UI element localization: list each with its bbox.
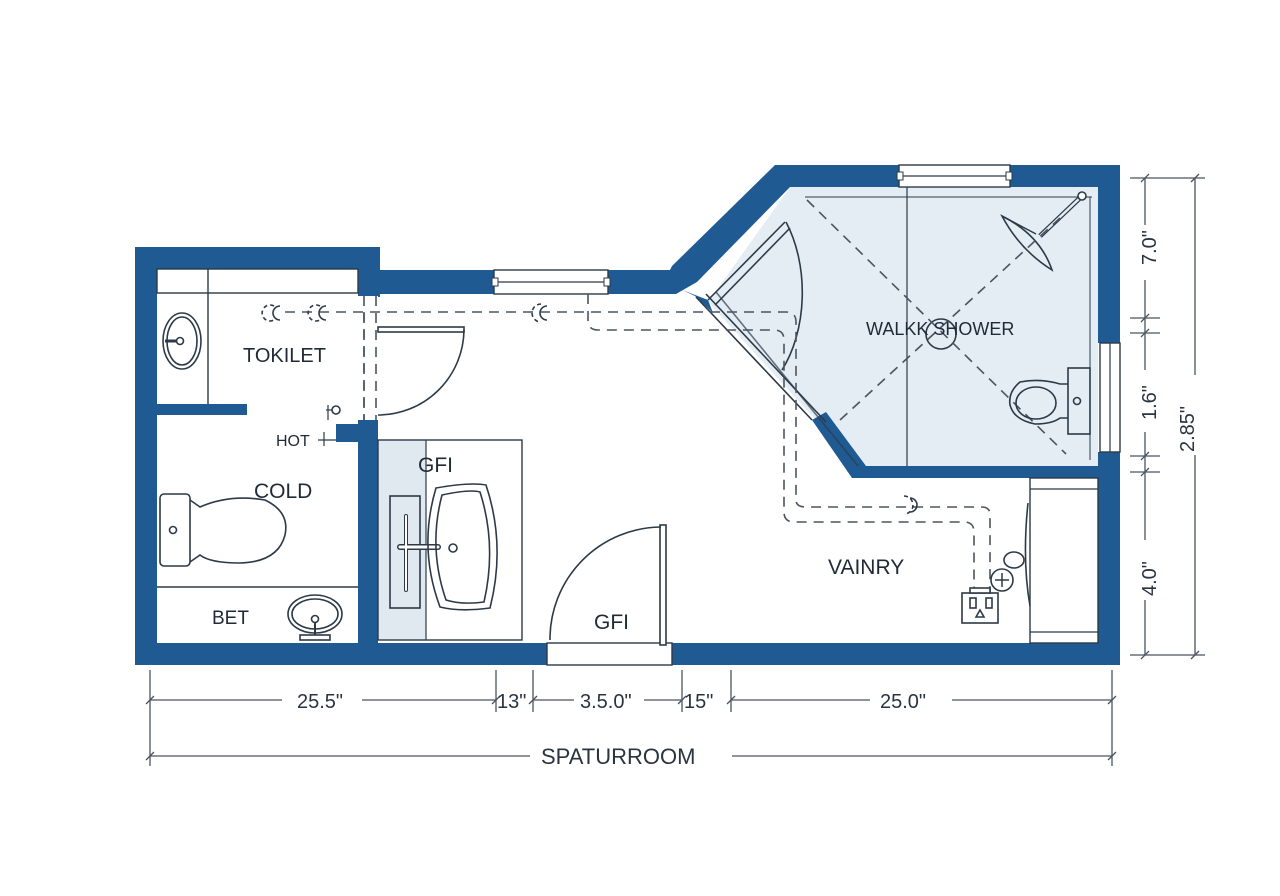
window-right-shower — [1099, 342, 1121, 453]
wall-right-lower — [1098, 452, 1120, 665]
wall-shower-diagonal-inner — [682, 290, 713, 313]
wall-left — [135, 247, 157, 665]
windows — [491, 164, 1121, 453]
walls — [135, 165, 1120, 665]
wall-right-upper — [1098, 165, 1120, 343]
vanity-room-outlet — [961, 587, 999, 624]
faucet-valves-top — [261, 303, 918, 515]
shower-floor — [708, 187, 1098, 466]
wall-shower-bottom-diagonal — [812, 412, 1098, 478]
right-dimensions: 7.0" 1.6" 4.0" 2.85" — [1130, 173, 1205, 660]
plumbing-lines — [285, 294, 991, 598]
interior-lines — [156, 187, 1099, 644]
vanity-room-valve — [990, 502, 1031, 607]
wall-shower-top-left — [775, 165, 899, 187]
dim-right-2: 1.6" — [1139, 385, 1161, 420]
wall-shower-diagonal-outer — [670, 165, 790, 294]
room-labels: TOKILET HOT COLD BET GFI GFI WALKK SHOWE… — [212, 319, 1014, 634]
label-gfi-vanity: GFI — [418, 454, 453, 477]
dim-bottom-3: 3.5.0" — [580, 691, 632, 713]
wall-shower-top-right — [1010, 165, 1120, 187]
label-cold: COLD — [254, 480, 312, 503]
bottom-dimensions: 25.5" 13" 3.5.0" 15" 25.0" SPATURROOM — [145, 670, 1117, 769]
dim-right-overall: 2.85" — [1177, 406, 1199, 452]
door-toilet-room — [358, 296, 465, 420]
hot-valve — [318, 405, 341, 446]
sink-toilet-room — [162, 312, 202, 370]
door-entry — [546, 524, 673, 666]
dim-bottom-2: 13" — [497, 691, 526, 713]
door-shower — [695, 221, 859, 467]
bidet-sink — [287, 594, 343, 641]
wall-top-mid-right — [608, 270, 676, 294]
vanity-sink — [389, 483, 498, 611]
toilet-shower — [1008, 367, 1091, 435]
label-bet: BET — [212, 608, 249, 629]
toilet-left — [159, 493, 287, 567]
dim-overall-label: SPATURROOM — [541, 744, 695, 769]
wall-top-left — [135, 247, 380, 269]
fixtures — [159, 191, 1091, 641]
wall-top-mid-left — [358, 270, 494, 294]
label-walk-shower: WALKK SHOWER — [866, 319, 1014, 339]
label-toilet-room: TOKILET — [243, 345, 326, 367]
wall-partition-vertical — [358, 420, 378, 645]
dim-bottom-4: 15" — [684, 691, 713, 713]
dim-right-3: 4.0" — [1139, 561, 1161, 596]
wall-bottom-left — [135, 643, 547, 665]
vanity-counter-shade — [378, 440, 426, 640]
window-top-shower — [896, 164, 1013, 188]
label-gfi-door: GFI — [594, 611, 629, 634]
floor-fills — [378, 187, 1098, 640]
label-hot: HOT — [276, 433, 310, 450]
dim-bottom-1: 25.5" — [297, 691, 343, 713]
label-vanity-room: VAINRY — [828, 556, 904, 579]
doors — [358, 221, 859, 666]
dim-right-1: 7.0" — [1139, 230, 1161, 265]
wall-partition-stub — [336, 424, 366, 442]
wall-shelf-divider — [157, 404, 247, 415]
window-top-hall — [491, 269, 611, 295]
dim-bottom-5: 25.0" — [880, 691, 926, 713]
shower-drain — [806, 199, 1067, 455]
wall-bottom-right — [672, 643, 1120, 665]
